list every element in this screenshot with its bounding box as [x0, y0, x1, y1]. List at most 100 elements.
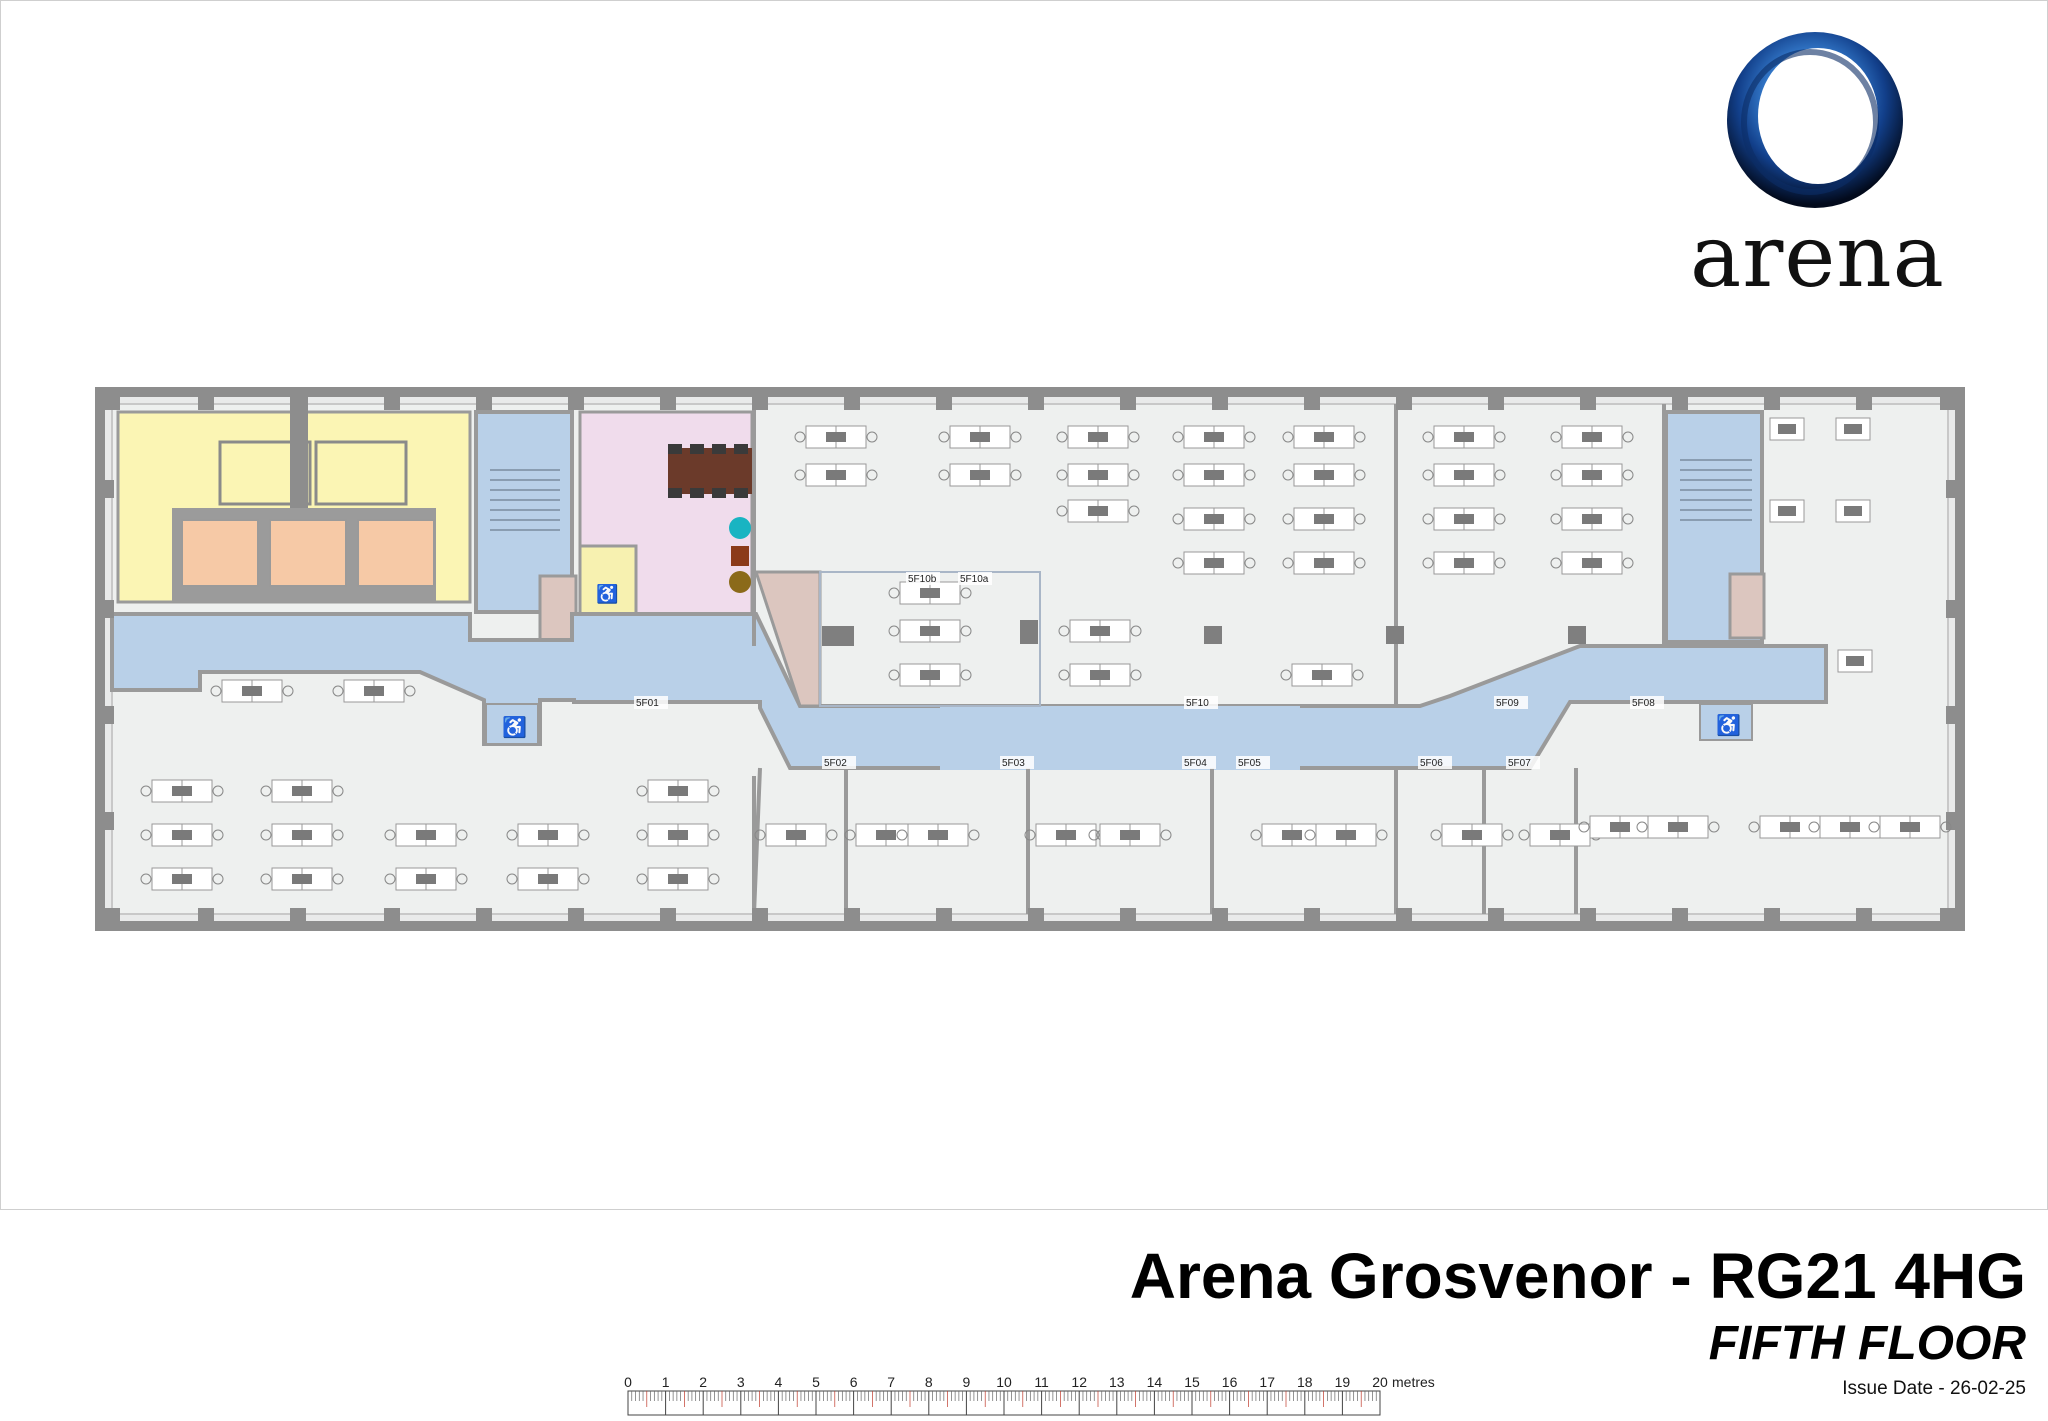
lift-car-2 — [269, 519, 347, 587]
room-tag-label: 5F01 — [636, 698, 659, 709]
room-tag: 5F10b — [906, 572, 940, 585]
scale-tick-label: 5 — [812, 1374, 820, 1390]
room-tag: 5F03 — [1000, 756, 1034, 769]
desk-pod — [140, 779, 224, 803]
desk-single — [1835, 499, 1871, 523]
scale-tick-label: 17 — [1259, 1374, 1275, 1390]
logo-wordmark: arena — [1690, 207, 1945, 307]
room-tag-label: 5F09 — [1496, 698, 1519, 709]
room-tag: 5F07 — [1506, 756, 1540, 769]
lift-car-1 — [181, 519, 259, 587]
lounge-chair-brown — [729, 571, 751, 593]
desk-pod — [1172, 425, 1256, 449]
desk-pod — [1058, 619, 1142, 643]
desk-pod — [1422, 551, 1506, 575]
desk-single — [1835, 417, 1871, 441]
floor-title: FIFTH FLOOR — [1708, 1317, 2026, 1370]
lift-car-3 — [357, 519, 435, 587]
wheelchair-icon-east: ♿ — [1716, 713, 1741, 737]
desk-single — [1769, 499, 1805, 523]
desk-pod — [1868, 815, 1952, 839]
desk-pod — [1282, 463, 1366, 487]
scale-tick-label: 14 — [1147, 1374, 1163, 1390]
desk-pod — [1550, 463, 1634, 487]
side-table — [731, 546, 749, 566]
desk-pod — [140, 867, 224, 891]
room-tag: 5F01 — [634, 696, 668, 709]
desk-pod — [754, 823, 838, 847]
desk-pod — [1172, 507, 1256, 531]
scale-tick-label: 7 — [887, 1374, 895, 1390]
scale-tick-label: 18 — [1297, 1374, 1313, 1390]
scale-tick-label: 1 — [662, 1374, 670, 1390]
desk-pod — [794, 425, 878, 449]
scale-tick-label: 15 — [1184, 1374, 1200, 1390]
desk-single — [1769, 417, 1805, 441]
desk-pod — [1282, 551, 1366, 575]
room-tag-label: 5F05 — [1238, 758, 1261, 769]
desk-pod — [384, 823, 468, 847]
desk-pod — [896, 823, 980, 847]
desk-pod — [1058, 663, 1142, 687]
internal-columns — [822, 620, 1586, 646]
desk-pod — [1056, 463, 1140, 487]
desk-pod — [794, 463, 878, 487]
desk-pod — [636, 779, 720, 803]
room-tag-label: 5F10a — [960, 574, 989, 585]
desk-pod — [506, 867, 590, 891]
desk-pod — [1172, 551, 1256, 575]
desk-single — [1837, 649, 1873, 673]
desk-pod — [938, 425, 1022, 449]
desk-pod — [1304, 823, 1388, 847]
central-pillar — [290, 396, 308, 511]
scale-unit: metres — [1392, 1374, 1435, 1390]
room-tag-label: 5F04 — [1184, 758, 1207, 769]
room-tag-label: 5F03 — [1002, 758, 1025, 769]
desk-pod — [1422, 463, 1506, 487]
stair-treads-east — [1680, 459, 1752, 521]
room-tag: 5F04 — [1182, 756, 1216, 769]
floor-plan: ♿ — [95, 387, 1965, 931]
room-tag-label: 5F10 — [1186, 698, 1209, 709]
scale-tick-label: 2 — [699, 1374, 707, 1390]
arena-logo: arena — [1690, 24, 1944, 300]
room-tag-label: 5F02 — [824, 758, 847, 769]
room-tag-label: 5F10b — [908, 574, 937, 585]
scale-tick-label: 16 — [1222, 1374, 1238, 1390]
refuge-east — [1699, 703, 1753, 741]
desk-pod — [888, 581, 972, 605]
meeting-table — [668, 448, 752, 494]
desk-pod — [1088, 823, 1172, 847]
desk-pod — [636, 867, 720, 891]
desk-pod — [506, 823, 590, 847]
desk-pod — [384, 867, 468, 891]
desk-pod — [1578, 815, 1662, 839]
wheelchair-icon-west: ♿ — [502, 715, 527, 739]
desk-pod — [1422, 425, 1506, 449]
room-tag-label: 5F06 — [1420, 758, 1443, 769]
scale-tick-label: 13 — [1109, 1374, 1125, 1390]
desk-pod — [1056, 425, 1140, 449]
desk-pod — [888, 619, 972, 643]
desk-pod — [938, 463, 1022, 487]
desk-pod — [1280, 663, 1364, 687]
meeting-chairs — [668, 444, 748, 498]
desk-pod — [1550, 507, 1634, 531]
room-tag: 5F05 — [1236, 756, 1270, 769]
desk-pod — [636, 823, 720, 847]
desk-pod — [1172, 463, 1256, 487]
scale-tick-label: 10 — [996, 1374, 1012, 1390]
desk-pod — [1250, 823, 1334, 847]
desk-pod — [1550, 551, 1634, 575]
title-block: Arena Grosvenor - RG21 4HG FIFTH FLOOR I… — [1130, 1244, 2026, 1400]
scale-tick-label: 6 — [850, 1374, 858, 1390]
room-tag: 5F06 — [1418, 756, 1452, 769]
room-tag: 5F10a — [958, 572, 992, 585]
desk-pod — [1282, 425, 1366, 449]
toilet-cubicles-left — [218, 440, 312, 506]
desk-pod — [1422, 507, 1506, 531]
accessible-wc-symbol: ♿ — [596, 583, 618, 604]
refuge-west — [485, 703, 539, 745]
